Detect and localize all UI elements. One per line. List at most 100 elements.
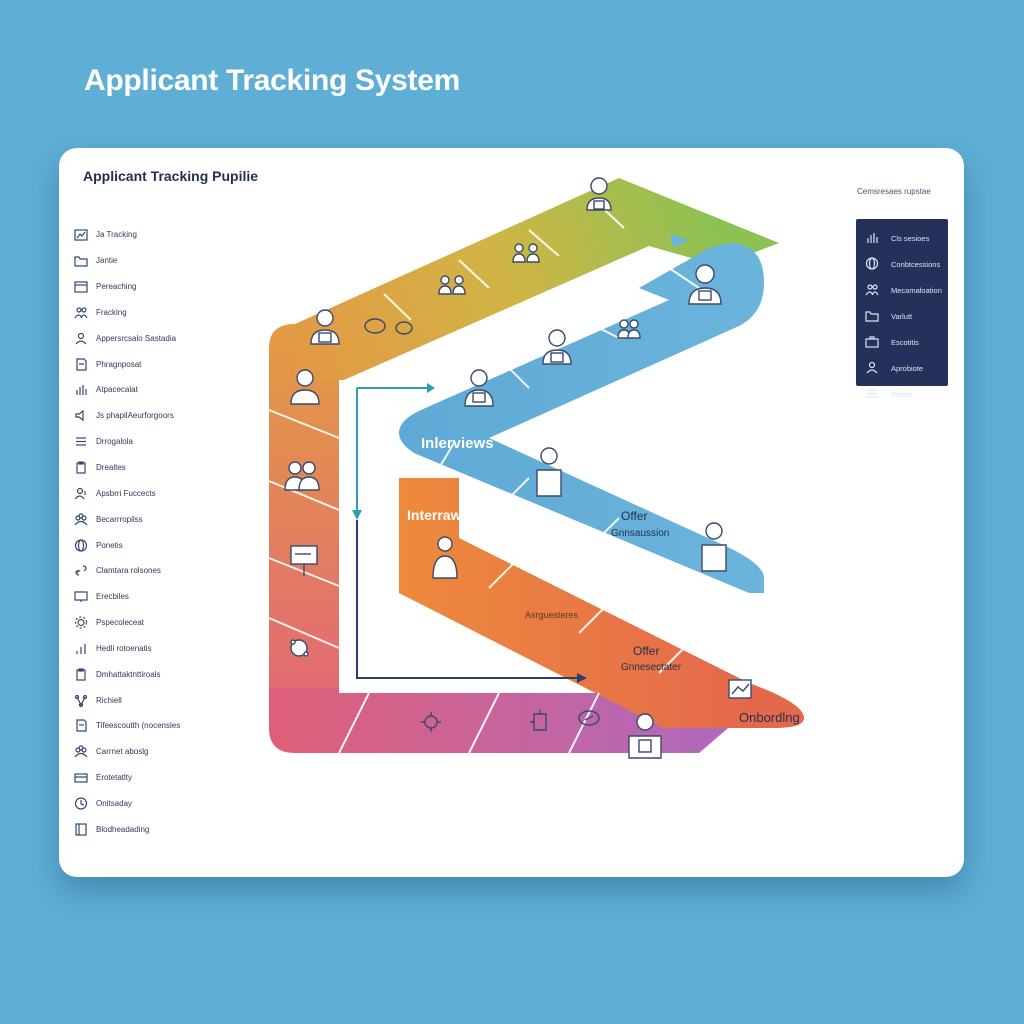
sidebar-item-label: Dmhattaktnttiroals — [96, 669, 161, 679]
chat-icon — [364, 318, 386, 334]
document-icon — [73, 357, 88, 371]
sidebar-item[interactable]: Pspecoleceat — [73, 610, 203, 636]
person-icon — [688, 264, 722, 305]
sidebar-item[interactable]: Appersrcsalo Sastadia — [73, 325, 203, 351]
sidebar-item[interactable]: Drealtes — [73, 455, 203, 481]
person-icon — [701, 522, 727, 572]
lower-band — [399, 478, 804, 728]
sidebar-item[interactable]: Pereaching — [73, 274, 203, 300]
stage-label: Asrguesteres — [525, 610, 579, 620]
stage-label: Gnnesectater — [621, 662, 682, 673]
sidebar-item[interactable]: Erecbiles — [73, 584, 203, 610]
sidebar-item[interactable]: Drrogalola — [73, 429, 203, 455]
book-icon — [73, 822, 88, 836]
sidebar-item[interactable]: Ponetis — [73, 532, 203, 558]
person-icon — [310, 309, 340, 345]
clipboard-icon — [73, 461, 88, 475]
person-icon — [542, 329, 572, 365]
sidebar-item-label: Erecbiles — [96, 592, 129, 602]
legend-item: Aprobiote — [856, 355, 948, 381]
panel-title: Applicant Tracking Pupilie — [83, 168, 259, 184]
legend-item: Mecamaloation — [856, 277, 948, 303]
sidebar-item[interactable]: Atpacecalat — [73, 377, 203, 403]
monitor-icon — [73, 590, 88, 604]
sidebar-item[interactable]: Onitsaday — [73, 791, 203, 817]
chart-icon — [73, 228, 88, 242]
sidebar-item-label: Drrogalola — [96, 437, 133, 447]
sidebar-item[interactable]: Phragnposat — [73, 351, 203, 377]
sidebar-item-label: Ponetis — [96, 540, 123, 550]
gear-icon — [73, 616, 88, 630]
sidebar-item[interactable]: Apsbrri Fuccects — [73, 480, 203, 506]
sidebar-item-label: Hedli rotoenatis — [96, 643, 152, 653]
bar-chart-icon — [73, 383, 88, 397]
people-icon — [865, 283, 881, 297]
sidebar-item[interactable]: Jantie — [73, 248, 203, 274]
stage-label: Interraws — [407, 507, 469, 523]
people-icon — [73, 305, 88, 319]
sidebar-item[interactable]: Ja Tracking — [73, 222, 203, 248]
sidebar-item-label: Pspecoleceat — [96, 618, 145, 628]
sidebar-item-label: Erotetatlty — [96, 773, 133, 783]
legend-item: Varlutt — [856, 303, 948, 329]
team-icon — [284, 461, 320, 491]
sidebar-item[interactable]: Becarrropilss — [73, 506, 203, 532]
sidebar-item[interactable]: Tifeescoutth (nocensles — [73, 713, 203, 739]
person-badge-icon — [865, 361, 881, 375]
top-ramp — [295, 178, 779, 380]
clock-icon — [73, 796, 88, 810]
stage-label: Inlerviews — [421, 435, 494, 452]
sidebar-item[interactable]: Dmhattaktnttiroals — [73, 661, 203, 687]
legend-item-label: Varlutt — [891, 311, 913, 321]
team-icon — [73, 512, 88, 526]
sidebar-item-label: Atpacecalat — [96, 385, 138, 395]
team-icon — [617, 319, 641, 339]
sidebar-item[interactable]: Clamtara rolsones — [73, 558, 203, 584]
person-icon — [432, 536, 458, 579]
sidebar-item-label: Richiell — [96, 695, 122, 705]
sidebar-item[interactable]: Blodheadading — [73, 816, 203, 842]
person-icon — [290, 369, 320, 405]
sidebar-item-label: Js phapilAeurforgoors — [96, 411, 174, 421]
link-icon — [73, 564, 88, 578]
bar-chart-icon — [865, 231, 881, 245]
legend-item-label: Conbtcessions — [891, 259, 941, 269]
list-icon — [73, 435, 88, 449]
network-icon — [73, 693, 88, 707]
sidebar-item[interactable]: Js phapilAeurforgoors — [73, 403, 203, 429]
legend-item-label: Mecamaloation — [891, 285, 942, 295]
stage-label: Gnnsaussion — [611, 528, 669, 539]
sidebar-item[interactable]: Erotetatlty — [73, 765, 203, 791]
upper-band — [399, 243, 764, 593]
stage-label: Onbordlng — [739, 710, 800, 725]
sidebar-item-label: Blodheadading — [96, 824, 150, 834]
chart-icon — [728, 679, 752, 699]
briefcase-icon — [865, 335, 881, 349]
sidebar-item-label: Carrnet aboslg — [96, 747, 149, 757]
document-icon — [73, 719, 88, 733]
team-icon — [438, 275, 466, 295]
page-title: Applicant Tracking System — [84, 64, 460, 97]
person-icon — [586, 177, 612, 211]
sidebar-item-label: Becarrropilss — [96, 514, 143, 524]
sidebar-item-label: Fracking — [96, 307, 127, 317]
sidebar-item-label: Tifeescoutth (nocensles — [96, 721, 181, 731]
globe-icon — [73, 538, 88, 552]
sidebar-item[interactable]: Richiell — [73, 687, 203, 713]
sidebar-item[interactable]: Carrnet aboslg — [73, 739, 203, 765]
signal-icon — [73, 641, 88, 655]
sidebar-item-label: Appersrcsalo Sastadia — [96, 333, 177, 343]
sidebar-item-label: Ja Tracking — [96, 230, 137, 240]
legend-item: Redits — [856, 381, 948, 407]
legend-item: Conbtcessions — [856, 251, 948, 277]
sidebar-item[interactable]: Fracking — [73, 300, 203, 326]
chat-icon — [578, 710, 600, 726]
legend-caption: Cemsresaes rupstae — [857, 187, 931, 196]
pipeline-diagram: Inlerviews Interraws Offer Gnnsaussion A… — [268, 177, 804, 759]
team-icon — [512, 243, 540, 263]
sidebar-item[interactable]: Hedli rotoenatis — [73, 636, 203, 662]
person-badge-icon — [73, 331, 88, 345]
legend-item-label: Aprobiote — [891, 363, 924, 373]
